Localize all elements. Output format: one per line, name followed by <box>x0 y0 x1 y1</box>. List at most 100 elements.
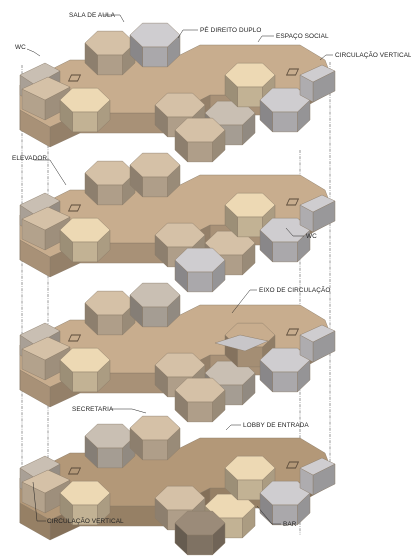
wc-block-1-top <box>19 62 61 86</box>
elevator-shaft-1-1 <box>67 74 82 82</box>
room-1-6 <box>174 117 226 163</box>
floor-4 <box>19 415 336 556</box>
label-eixo-de-circulacao: EIXO DE CIRCULAÇÃO <box>259 285 330 294</box>
label-secretaria: SECRETARIA <box>72 406 114 413</box>
room-2-6-side <box>187 271 213 293</box>
vertical-circ-3-top <box>299 324 336 343</box>
room-4-7-top <box>224 455 276 481</box>
room-4-2-top <box>129 415 181 441</box>
vertical-circ-3 <box>299 324 336 363</box>
room-1-3-side <box>72 111 98 133</box>
room-3-3-side <box>72 371 98 393</box>
stair-block-2-top <box>21 206 71 231</box>
label-bar: BAR <box>283 521 297 528</box>
wc-block-4-top <box>19 455 61 479</box>
label-circulacao-vertical-bottom: CIRCULAÇÃO VERTICAL <box>47 516 124 525</box>
elevator-shaft-4-2 <box>285 461 300 469</box>
room-1-8-top <box>259 87 311 113</box>
room-1-2-top <box>129 22 181 48</box>
room-2-1 <box>84 160 136 206</box>
room-2-3 <box>59 217 111 263</box>
stair-block-1-top <box>21 76 71 101</box>
room-2-8-side <box>272 241 298 263</box>
room-4-3-top <box>59 480 111 506</box>
wc-block-3-top <box>19 322 61 346</box>
room-4-8-top <box>259 480 311 506</box>
room-3-8 <box>259 347 311 393</box>
circulation-void-3 <box>214 334 269 352</box>
label-sala-de-aula: SALA DE AULA <box>69 12 116 19</box>
floor-2 <box>19 152 336 293</box>
room-3-6 <box>174 377 226 423</box>
label-elevador: ELEVADOR <box>12 155 47 162</box>
room-1-8 <box>259 87 311 133</box>
room-2-2 <box>129 152 181 198</box>
vertical-circ-4-top <box>299 457 336 476</box>
room-1-4-top <box>154 92 206 118</box>
room-3-6-top <box>174 377 226 403</box>
room-4-2-side <box>142 439 168 461</box>
room-2-3-side <box>72 241 98 263</box>
stair-block-4-top <box>21 469 71 494</box>
room-1-7 <box>224 62 276 108</box>
room-2-7-top <box>224 192 276 218</box>
room-3-8-side <box>272 371 298 393</box>
room-4-6-top <box>174 510 226 536</box>
room-2-8 <box>259 217 311 263</box>
room-3-1-side <box>97 314 123 336</box>
label-wc-top: WC <box>15 44 26 51</box>
wc-block-2-top <box>19 192 61 216</box>
room-2-6 <box>174 247 226 293</box>
floor-1 <box>19 22 336 163</box>
room-1-3 <box>59 87 111 133</box>
vertical-circ-2 <box>299 194 336 233</box>
label-circulacao-vertical-top: CIRCULAÇÃO VERTICAL <box>335 50 411 59</box>
room-4-6-side <box>187 534 213 556</box>
room-2-1-top <box>84 160 136 186</box>
vertical-circ-1 <box>299 64 336 103</box>
label-lobby-de-entrada: LOBBY DE ENTRADA <box>243 422 309 429</box>
vertical-circ-4 <box>299 457 336 496</box>
room-3-2-top <box>129 282 181 308</box>
room-1-6-top <box>174 117 226 143</box>
room-4-6 <box>174 510 226 556</box>
room-1-1-side <box>97 54 123 76</box>
room-3-2 <box>129 282 181 328</box>
room-3-1-top <box>84 290 136 316</box>
stair-block-1 <box>21 76 71 121</box>
room-1-1 <box>84 30 136 76</box>
room-2-4-top <box>154 222 206 248</box>
room-3-8-top <box>259 347 311 373</box>
room-1-7-top <box>224 62 276 88</box>
vertical-circ-2-top <box>299 194 336 213</box>
elevator-shaft-3-1 <box>67 334 82 342</box>
elevator-shaft-4-1 <box>67 467 82 475</box>
elevator-shaft-2-1 <box>67 204 82 212</box>
room-4-1 <box>84 423 136 469</box>
room-1-3-top <box>59 87 111 113</box>
room-1-2-side <box>142 46 168 68</box>
room-1-2 <box>129 22 181 68</box>
label-espaco-social: ESPAÇO SOCIAL <box>276 33 329 40</box>
room-3-6-side <box>187 401 213 423</box>
labels: SALA DE AULA PÉ DIREITO DUPLO ESPAÇO SOC… <box>12 12 411 528</box>
room-4-8 <box>259 480 311 526</box>
room-4-1-side <box>97 447 123 469</box>
room-4-3 <box>59 480 111 526</box>
room-2-6-top <box>174 247 226 273</box>
elevator-shaft-3-2 <box>285 328 300 336</box>
room-1-8-side <box>272 111 298 133</box>
room-1-1-top <box>84 30 136 56</box>
label-wc-second: WC <box>306 233 317 240</box>
room-3-1 <box>84 290 136 336</box>
room-2-1-side <box>97 184 123 206</box>
floor-plates <box>19 22 336 556</box>
elevator-shaft-1-2 <box>285 68 300 76</box>
stair-block-4 <box>21 469 71 514</box>
room-2-2-side <box>142 176 168 198</box>
stair-block-3 <box>21 336 71 381</box>
elevator-shaft-2-2 <box>285 198 300 206</box>
room-1-6-side <box>187 141 213 163</box>
vertical-circ-1-top <box>299 64 336 83</box>
